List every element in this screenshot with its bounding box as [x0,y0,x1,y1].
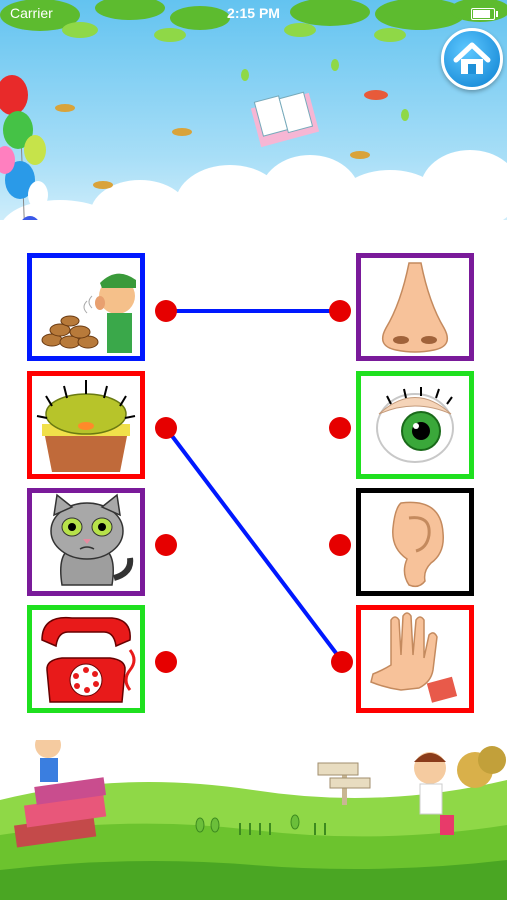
home-icon [453,42,491,74]
left-dot-1[interactable] [155,300,177,322]
card-hand[interactable] [356,605,474,713]
card-cactus[interactable] [27,371,145,479]
card-eye[interactable] [356,371,474,479]
card-telephone[interactable] [27,605,145,713]
cactus-image [36,380,136,472]
eye-image [376,387,454,463]
cookies-smell-image [41,273,136,353]
nose-image [381,262,449,353]
telephone-image [41,616,136,703]
status-time: 2:15 PM [227,5,280,21]
right-dot-4[interactable] [331,651,353,673]
right-dot-1[interactable] [329,300,351,322]
ear-image [392,501,444,588]
card-cookies-smell[interactable] [27,253,145,361]
card-cat[interactable] [27,488,145,596]
ground-decorations [0,740,507,900]
left-dot-3[interactable] [155,534,177,556]
hand-image [370,612,458,703]
cat-image [50,493,134,586]
card-ear[interactable] [356,488,474,596]
left-dot-2[interactable] [155,417,177,439]
carrier-label: Carrier [10,5,53,21]
right-dot-2[interactable] [329,417,351,439]
right-dot-3[interactable] [329,534,351,556]
left-dot-4[interactable] [155,651,177,673]
card-nose[interactable] [356,253,474,361]
home-button[interactable] [441,28,503,90]
battery-icon [471,8,498,20]
status-bar: Carrier 2:15 PM [0,0,507,28]
